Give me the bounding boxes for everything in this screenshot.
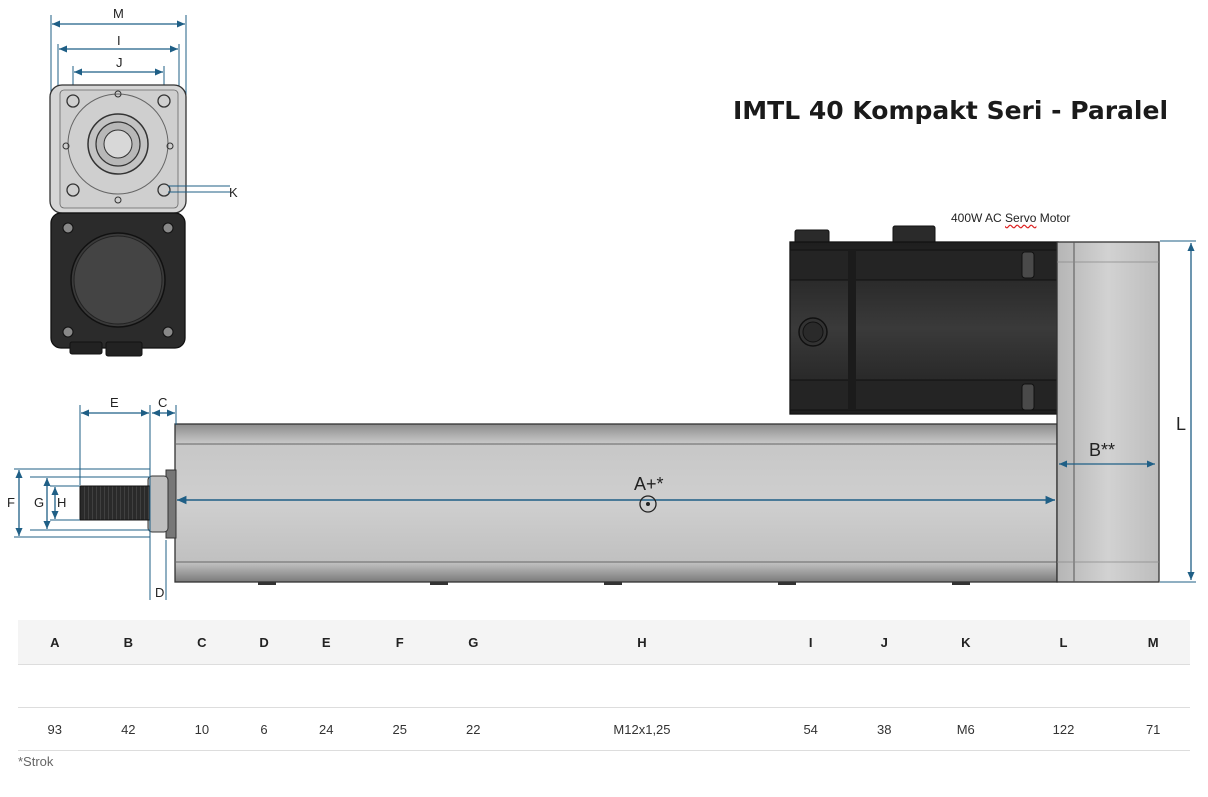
dim-label-e: E: [110, 395, 119, 410]
spec-value: 22: [436, 707, 511, 751]
dim-label-h: H: [57, 495, 67, 510]
spec-value: 71: [1116, 707, 1190, 751]
spec-header: I: [773, 620, 848, 665]
spec-header: M: [1116, 620, 1190, 665]
dim-label-j: J: [116, 55, 123, 70]
dim-label-f: F: [7, 495, 15, 510]
spec-header: L: [1010, 620, 1117, 665]
end-view: [49, 15, 230, 357]
threaded-rod: [79, 485, 151, 521]
spec-header: K: [920, 620, 1011, 665]
spec-header: A: [18, 620, 92, 665]
mount-hole: [66, 94, 80, 108]
technical-drawing: [14, 15, 1196, 600]
dim-label-c: C: [158, 395, 168, 410]
dim-label-g: G: [34, 495, 45, 510]
spec-header: D: [238, 620, 290, 665]
side-view: [14, 225, 1196, 600]
spec-value: 42: [91, 707, 166, 751]
spec-value: 54: [773, 707, 848, 751]
dim-label-i: I: [117, 33, 121, 48]
footnote: *Strok: [18, 754, 54, 769]
dim-label-a: A+*: [634, 474, 664, 494]
spec-header: E: [289, 620, 363, 665]
actuator-body: [174, 423, 1058, 583]
spec-value: M6: [920, 707, 1011, 751]
spec-header: C: [165, 620, 239, 665]
spec-value: 24: [289, 707, 363, 751]
spec-header: G: [436, 620, 511, 665]
spec-value: 25: [362, 707, 437, 751]
center-mark: [639, 495, 657, 513]
spec-value: 93: [18, 707, 92, 751]
page-title: IMTL 40 Kompakt Seri - Paralel: [733, 96, 1169, 125]
dim-label-l: L: [1176, 414, 1187, 434]
servo-motor: [789, 225, 1059, 415]
mount-hole: [157, 94, 171, 108]
dim-label-d: D: [155, 585, 165, 600]
spec-header: B: [91, 620, 166, 665]
dim-label-b: B**: [1089, 440, 1116, 460]
spec-header: F: [362, 620, 437, 665]
spec-header-row: A B C D E F G H I J K L M: [18, 620, 1190, 665]
spec-value: 122: [1010, 707, 1117, 751]
mount-hole: [66, 183, 80, 197]
motor-label: 400W AC Servo Motor: [951, 211, 1071, 225]
mount-hole: [157, 183, 171, 197]
spec-table: A B C D E F G H I J K L M 93 42 10 6 24 …: [18, 620, 1190, 751]
spec-header: H: [510, 620, 774, 665]
rod-end: [147, 475, 169, 533]
spec-value: 6: [238, 707, 290, 751]
end-housing: [1056, 241, 1160, 583]
dim-label-m: M: [113, 6, 124, 21]
dim-label-k: K: [229, 185, 238, 200]
spec-value: M12x1,25: [510, 707, 774, 751]
spec-value: 38: [847, 707, 921, 751]
spec-header: J: [847, 620, 921, 665]
spec-value: 10: [165, 707, 239, 751]
spec-value-row: 93 42 10 6 24 25 22 M12x1,25 54 38 M6 12…: [18, 707, 1190, 751]
